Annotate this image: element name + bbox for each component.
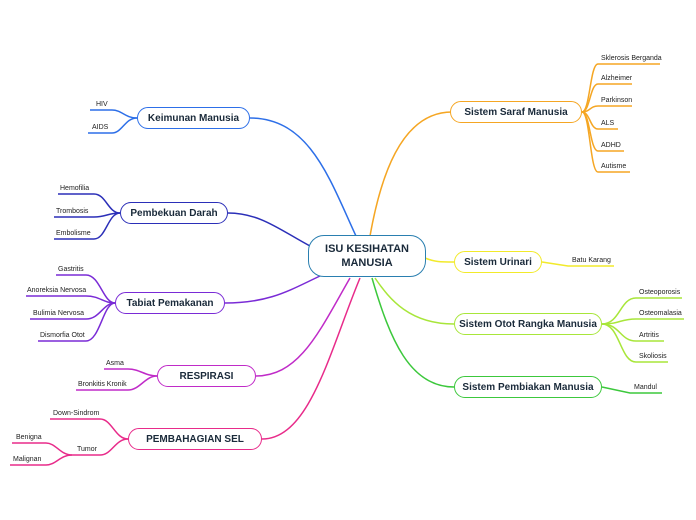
leaf-hiv[interactable]: HIV xyxy=(96,101,108,108)
topic-sistem-urinari[interactable]: Sistem Urinari xyxy=(454,251,542,273)
topic-keimunan[interactable]: Keimunan Manusia xyxy=(137,107,250,129)
topic-label: Sistem Urinari xyxy=(464,256,532,268)
topic-respirasi[interactable]: RESPIRASI xyxy=(157,365,256,387)
topic-label: Sistem Saraf Manusia xyxy=(464,106,568,118)
leaf-sklerosis[interactable]: Sklerosis Berganda xyxy=(601,55,662,62)
leaf-als[interactable]: ALS xyxy=(601,120,615,127)
leaf-dismorfia[interactable]: Dismorfia Otot xyxy=(40,332,85,339)
topic-sistem-otot-rangka[interactable]: Sistem Otot Rangka Manusia xyxy=(454,313,602,335)
topic-label: Keimunan Manusia xyxy=(147,112,240,124)
leaf-trombosis[interactable]: Trombosis xyxy=(56,208,89,215)
leaf-hemofilia[interactable]: Hemofilia xyxy=(60,185,90,192)
topic-label: PEMBAHAGIAN SEL xyxy=(146,433,244,445)
topic-sistem-saraf[interactable]: Sistem Saraf Manusia xyxy=(450,101,582,123)
leaf-tumor[interactable]: Tumor xyxy=(77,446,97,453)
leaf-adhd[interactable]: ADHD xyxy=(601,142,621,149)
leaf-artritis[interactable]: Artritis xyxy=(639,332,659,339)
leaf-benigna[interactable]: Benigna xyxy=(16,434,42,441)
leaf-aids[interactable]: AIDS xyxy=(92,124,109,131)
topic-pembekuan-darah[interactable]: Pembekuan Darah xyxy=(120,202,228,224)
topic-tabiat-pemakanan[interactable]: Tabiat Pemakanan xyxy=(115,292,225,314)
central-topic-line2: MANUSIA xyxy=(341,257,393,269)
leaf-gastritis[interactable]: Gastritis xyxy=(58,266,84,273)
leaf-skoliosis[interactable]: Skoliosis xyxy=(639,353,667,360)
leaf-osteoporosis[interactable]: Osteoporosis xyxy=(639,289,681,296)
leaf-anoreksia[interactable]: Anoreksia Nervosa xyxy=(27,287,87,294)
topic-label: Sistem Pembiakan Manusia xyxy=(462,381,594,393)
leaf-parkinson[interactable]: Parkinson xyxy=(601,97,633,104)
leaf-alzheimer[interactable]: Alzheimer xyxy=(601,75,633,82)
leaf-mandul[interactable]: Mandul xyxy=(634,384,657,391)
topic-label: Sistem Otot Rangka Manusia xyxy=(459,318,597,330)
topic-label: RESPIRASI xyxy=(179,370,234,382)
leaf-down-sindrom[interactable]: Down-Sindrom xyxy=(53,410,100,417)
leaf-osteomalasia[interactable]: Osteomalasia xyxy=(639,310,682,317)
leaf-asma[interactable]: Asma xyxy=(106,360,124,367)
central-topic[interactable]: ISU KESIHATAN MANUSIA xyxy=(308,235,426,277)
leaf-autisme[interactable]: Autisme xyxy=(601,163,627,170)
leaf-batu-karang[interactable]: Batu Karang xyxy=(572,257,611,264)
central-topic-line1: ISU KESIHATAN xyxy=(325,243,409,255)
topic-pembahagian-sel[interactable]: PEMBAHAGIAN SEL xyxy=(128,428,262,450)
leaf-bulimia[interactable]: Bulimia Nervosa xyxy=(33,310,84,317)
leaf-malignan[interactable]: Malignan xyxy=(13,456,42,463)
topic-sistem-pembiakan[interactable]: Sistem Pembiakan Manusia xyxy=(454,376,602,398)
topic-label: Pembekuan Darah xyxy=(130,207,218,219)
topic-label: Tabiat Pemakanan xyxy=(126,297,214,309)
leaf-bronkitis[interactable]: Bronkitis Kronik xyxy=(78,381,127,388)
leaf-embolisme[interactable]: Embolisme xyxy=(56,230,91,237)
